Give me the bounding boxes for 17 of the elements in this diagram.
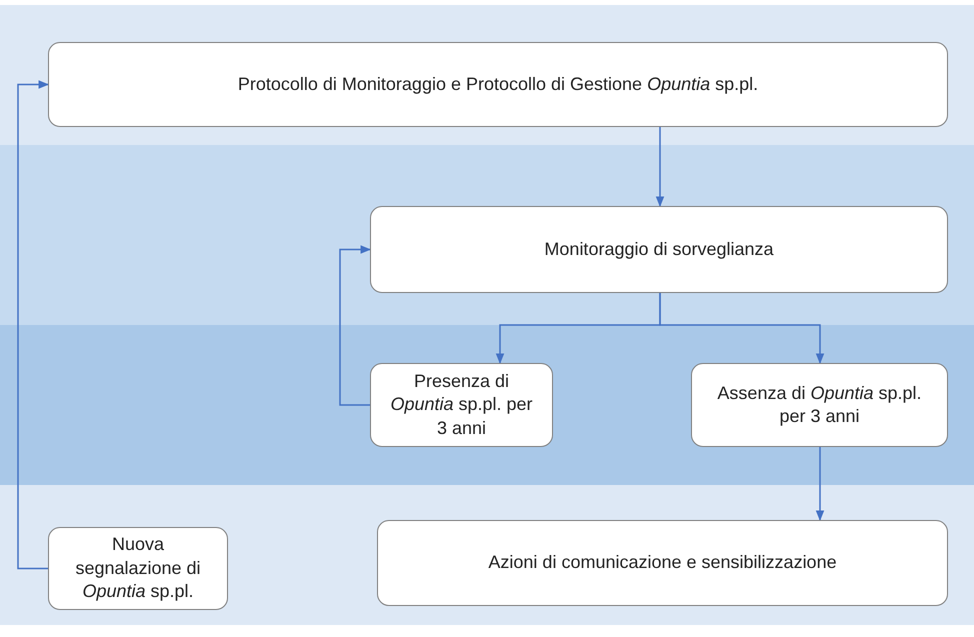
box-label: Nuova segnalazione di Opuntia sp.pl. [74, 533, 202, 604]
box-label: Monitoraggio di sorveglianza [544, 238, 774, 261]
arrow [656, 127, 664, 208]
process-box [370, 363, 553, 447]
arrow [339, 245, 372, 406]
arrow [816, 447, 824, 522]
box-label: Assenza di Opuntia sp.pl. per 3 anni [716, 382, 923, 428]
arrow [659, 293, 824, 364]
process-box [48, 42, 948, 127]
process-box [691, 363, 948, 447]
process-box [370, 206, 948, 293]
box-label: Presenza di Opuntia sp.pl. per 3 anni [389, 370, 534, 440]
process-box [377, 520, 948, 606]
arrow [17, 80, 50, 570]
box-label: Azioni di comunicazione e sensibilizzazione [488, 551, 837, 574]
box-label: Protocollo di Monitoraggio e Protocollo di Gestione Opuntia sp.pl. [238, 72, 758, 96]
process-box [48, 527, 228, 610]
